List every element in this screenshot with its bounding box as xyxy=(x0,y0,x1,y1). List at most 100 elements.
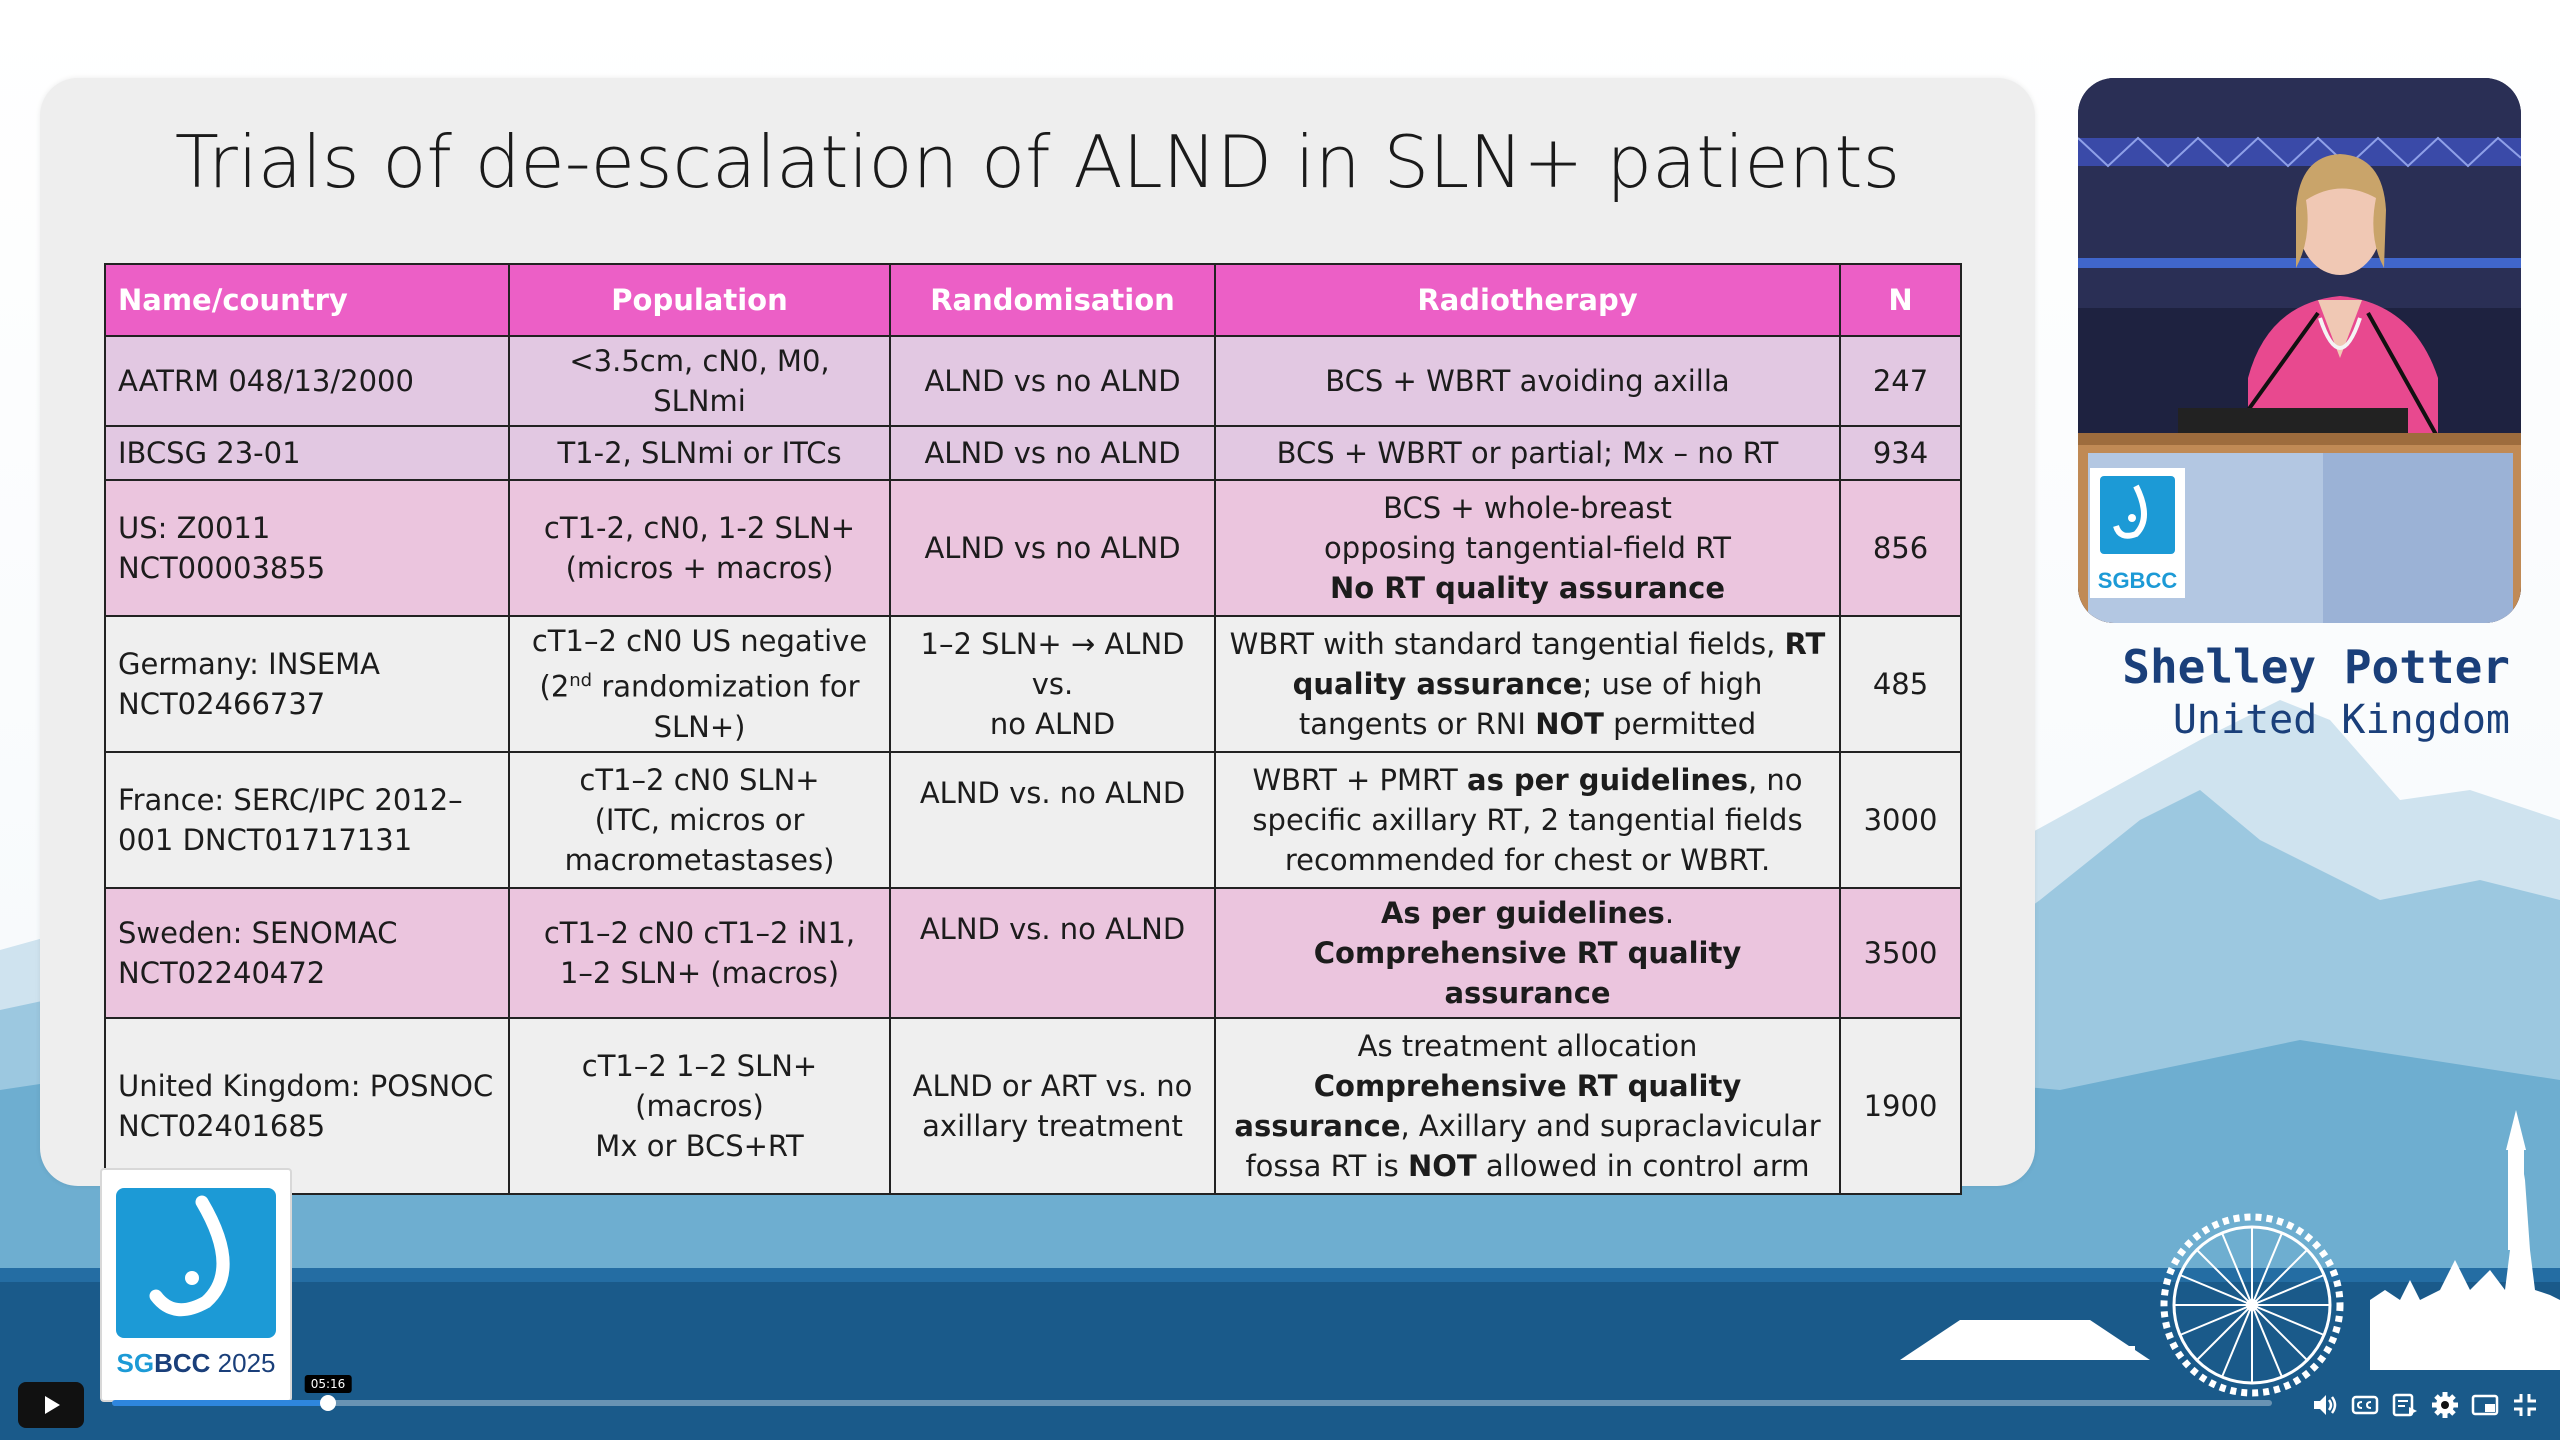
podium-logo-text: SGBCC xyxy=(2097,568,2178,593)
cell-n: 3000 xyxy=(1839,751,1962,889)
header-population: Population xyxy=(508,263,891,337)
table-row: Germany: INSEMA NCT02466737 cT1–2 cN0 US… xyxy=(104,615,1962,753)
table-row: US: Z0011 NCT00003855 cT1-2, cN0, 1-2 SL… xyxy=(104,479,1962,617)
cell-line: no ALND xyxy=(989,707,1116,741)
cell-randomisation: ALND vs. no ALND xyxy=(889,751,1216,889)
cell-population: cT1–2 cN0 cT1–2 iN1, 1–2 SLN+ (macros) xyxy=(508,887,891,1019)
city-skyline-icon xyxy=(2370,1110,2560,1370)
cell-line: ALND or ART vs. no xyxy=(912,1069,1193,1103)
cell-randomisation: 1–2 SLN+ → ALND vs. no ALND xyxy=(889,615,1216,753)
cell-line: 1–2 SLN+ → ALND vs. xyxy=(920,627,1185,701)
cell-randomisation: ALND vs. no ALND xyxy=(889,887,1216,1019)
cell-name: United Kingdom: POSNOC NCT02401685 xyxy=(104,1017,510,1195)
trials-table: Name/country Population Randomisation Ra… xyxy=(104,263,1962,1195)
cell-name: US: Z0011 NCT00003855 xyxy=(104,479,510,617)
cell-population: cT1-2, cN0, 1-2 SLN+ (micros + macros) xyxy=(508,479,891,617)
cell-line: opposing tangential-field RT xyxy=(1324,531,1731,565)
player-icons xyxy=(2310,1380,2540,1430)
cell-radiotherapy: WBRT with standard tangential fields, RT… xyxy=(1214,615,1841,753)
play-button[interactable] xyxy=(18,1382,84,1428)
event-logo: SGBCC 2025 xyxy=(100,1168,292,1402)
table-row: United Kingdom: POSNOC NCT02401685 cT1–2… xyxy=(104,1017,1962,1195)
cell-n: 247 xyxy=(1839,335,1962,427)
captions-button[interactable] xyxy=(2350,1390,2380,1420)
table-row: AATRM 048/13/2000 <3.5cm, cN0, M0, SLNmi… xyxy=(104,335,1962,427)
captions-icon xyxy=(2351,1395,2379,1415)
settings-button[interactable] xyxy=(2430,1390,2460,1420)
cell-radiotherapy: As treatment allocation Comprehensive RT… xyxy=(1214,1017,1841,1195)
cell-line: NCT02466737 xyxy=(118,687,326,721)
cell-line: Sweden: SENOMAC xyxy=(118,916,398,950)
cell-line: France: SERC/IPC 2012– xyxy=(118,783,463,817)
slide-title: Trials of de-escalation of ALND in SLN+ … xyxy=(174,120,1901,204)
cell-population: T1-2, SLNmi or ITCs xyxy=(508,425,891,481)
cell-line: United Kingdom: POSNOC xyxy=(118,1069,494,1103)
cell-randomisation: ALND vs no ALND xyxy=(889,335,1216,427)
cell-line: cT1–2 1–2 SLN+ (macros) xyxy=(581,1049,818,1123)
cell-randomisation: ALND vs no ALND xyxy=(889,425,1216,481)
time-tooltip: 05:16 xyxy=(304,1375,352,1393)
cell-n: 856 xyxy=(1839,479,1962,617)
fullscreen-exit-icon xyxy=(2514,1394,2536,1416)
header-name-country: Name/country xyxy=(104,263,510,337)
queue-button[interactable] xyxy=(2390,1390,2420,1420)
breast-care-logo-icon xyxy=(116,1188,276,1338)
speaker-name: Shelley Potter xyxy=(2122,640,2510,694)
cell-line: (micros + macros) xyxy=(565,551,834,585)
speaker-scene xyxy=(2078,78,2521,623)
header-randomisation: Randomisation xyxy=(889,263,1216,337)
cell-name: Germany: INSEMA NCT02466737 xyxy=(104,615,510,753)
cell-line: cT1-2, cN0, 1-2 SLN+ xyxy=(543,511,856,545)
cell-population: cT1–2 1–2 SLN+ (macros) Mx or BCS+RT xyxy=(508,1017,891,1195)
cell-line: macrometastases) xyxy=(564,843,835,877)
cell-name: IBCSG 23-01 xyxy=(104,425,510,481)
progress-thumb[interactable] xyxy=(320,1395,336,1411)
cell-line: 1–2 SLN+ (macros) xyxy=(559,956,840,990)
cell-radiotherapy: BCS + whole-breast opposing tangential-f… xyxy=(1214,479,1841,617)
cell-radiotherapy: WBRT + PMRT as per guidelines, no specif… xyxy=(1214,751,1841,889)
cell-randomisation: ALND or ART vs. no axillary treatment xyxy=(889,1017,1216,1195)
cell-line: NCT02240472 xyxy=(118,956,326,990)
video-player-controls: 05:16 xyxy=(0,1370,2560,1440)
table-row: France: SERC/IPC 2012– 001 DNCT01717131 … xyxy=(104,751,1962,889)
cell-line: BCS + whole-breast xyxy=(1383,491,1672,525)
ferris-wheel-icon xyxy=(2160,1213,2344,1397)
miniplayer-icon xyxy=(2471,1394,2499,1416)
header-n: N xyxy=(1839,263,1962,337)
cell-line: (ITC, micros or xyxy=(594,803,805,837)
cell-line: NCT00003855 xyxy=(118,551,326,585)
cell-population: cT1–2 cN0 US negative (2nd randomization… xyxy=(508,615,891,753)
cell-line: cT1–2 cN0 cT1–2 iN1, xyxy=(543,916,856,950)
cell-line: Germany: INSEMA xyxy=(118,647,381,681)
cell-n: 934 xyxy=(1839,425,1962,481)
cell-n: 1900 xyxy=(1839,1017,1962,1195)
progress-bar[interactable]: 05:16 xyxy=(112,1375,2272,1411)
queue-icon xyxy=(2392,1393,2417,1417)
cell-randomisation: ALND vs no ALND xyxy=(889,479,1216,617)
cell-line: NCT02401685 xyxy=(118,1109,326,1143)
progress-fill xyxy=(112,1400,328,1406)
cell-line: 001 DNCT01717131 xyxy=(118,823,413,857)
speaker-video: SGBCC xyxy=(2078,78,2521,623)
miniplayer-button[interactable] xyxy=(2470,1390,2500,1420)
volume-button[interactable] xyxy=(2310,1390,2340,1420)
cell-n: 485 xyxy=(1839,615,1962,753)
cell-line: axillary treatment xyxy=(922,1109,1183,1143)
event-logo-text: SGBCC 2025 xyxy=(116,1348,276,1378)
cell-name: France: SERC/IPC 2012– 001 DNCT01717131 xyxy=(104,751,510,889)
cell-population: cT1–2 cN0 SLN+ (ITC, micros or macrometa… xyxy=(508,751,891,889)
table-row: IBCSG 23-01 T1-2, SLNmi or ITCs ALND vs … xyxy=(104,425,1962,481)
header-radiotherapy: Radiotherapy xyxy=(1214,263,1841,337)
volume-icon xyxy=(2314,1395,2337,1415)
cell-line: Mx or BCS+RT xyxy=(595,1129,804,1163)
cell-line: SLN+) xyxy=(653,709,746,744)
table-header-row: Name/country Population Randomisation Ra… xyxy=(104,263,1962,337)
settings-icon xyxy=(2432,1392,2458,1418)
fullscreen-exit-button[interactable] xyxy=(2510,1390,2540,1420)
cell-bold-text: No RT quality assurance xyxy=(1329,571,1726,605)
cell-line: US: Z0011 xyxy=(118,511,271,545)
cell-line: cT1–2 cN0 US negative xyxy=(531,624,868,659)
cell-name: Sweden: SENOMAC NCT02240472 xyxy=(104,887,510,1019)
cell-population: <3.5cm, cN0, M0, SLNmi xyxy=(508,335,891,427)
